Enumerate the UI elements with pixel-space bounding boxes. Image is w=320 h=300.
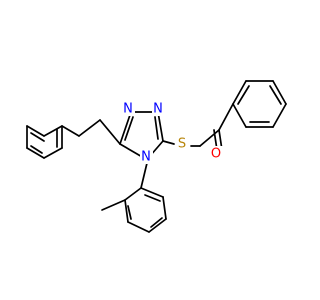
bond [140, 187, 164, 198]
bond [199, 129, 220, 147]
bond [26, 147, 45, 159]
atom-label-bg [122, 101, 135, 116]
molecule-structure-diagram: N N N S O [26, 80, 287, 233]
bond [43, 147, 63, 159]
atom-label-bg [152, 101, 165, 116]
bond [26, 125, 45, 137]
bond [99, 119, 121, 145]
bond-network [26, 80, 287, 233]
bond [162, 196, 167, 220]
bond [154, 116, 159, 140]
atom-labels: N N N S O [122, 101, 223, 165]
bond [30, 132, 45, 142]
bond [124, 116, 134, 141]
bond [218, 103, 234, 131]
bond [269, 85, 282, 105]
bond [148, 218, 167, 233]
bond [30, 145, 43, 154]
atom-label-sulfur: S [178, 137, 186, 152]
bond [162, 140, 175, 145]
bond [61, 125, 80, 137]
bond [144, 194, 161, 202]
bond [119, 111, 132, 145]
bond [127, 205, 132, 220]
atom-label-n-top-left: N [123, 102, 133, 117]
bond [157, 111, 164, 142]
atom-label-bg [176, 136, 189, 151]
bond [232, 80, 247, 105]
bond [127, 221, 150, 233]
atom-label-n-bottom: N [141, 150, 151, 165]
bond [43, 125, 63, 137]
bond [150, 217, 163, 228]
atom-label-bg [210, 146, 223, 161]
bond [232, 103, 247, 128]
atom-label-oxygen: O [211, 147, 221, 162]
bond [237, 85, 250, 105]
bond [140, 162, 148, 189]
bond [272, 80, 287, 105]
bond [272, 103, 287, 128]
atom-label-n-top-right: N [153, 102, 163, 117]
bond [124, 199, 129, 223]
bond [78, 119, 101, 137]
atom-label-bg [140, 149, 153, 164]
bond [101, 199, 126, 211]
bond [124, 187, 142, 201]
